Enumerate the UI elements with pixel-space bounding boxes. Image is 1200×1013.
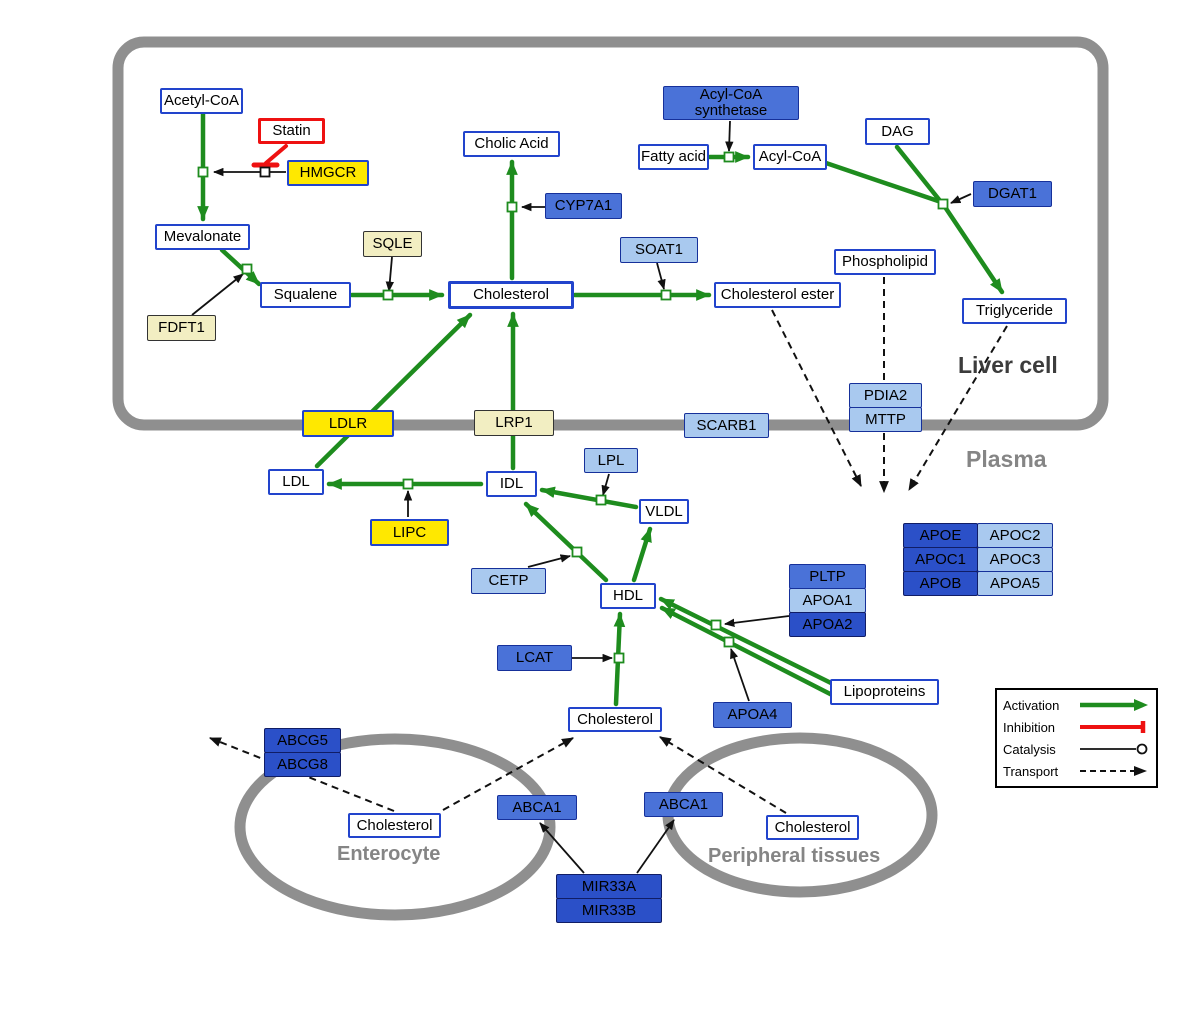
node-apoa1[interactable]: APOA1: [789, 588, 866, 613]
node-statin[interactable]: Statin: [258, 118, 325, 144]
node-apoa5[interactable]: APOA5: [977, 571, 1053, 596]
node-lrp1[interactable]: LRP1: [474, 410, 554, 436]
node-fatty-acid[interactable]: Fatty acid: [638, 144, 709, 170]
inhibition-tbar-icon: [1080, 721, 1146, 733]
node-apoc3[interactable]: APOC3: [977, 547, 1053, 572]
node-lcat[interactable]: LCAT: [497, 645, 572, 671]
node-apoc1[interactable]: APOC1: [903, 547, 978, 572]
legend-catalysis-row: Catalysis: [1003, 742, 1150, 757]
node-fdft1[interactable]: FDFT1: [147, 315, 216, 341]
node-apoe[interactable]: APOE: [903, 523, 978, 548]
legend-transport-row: Transport: [1003, 764, 1150, 779]
node-dgat1[interactable]: DGAT1: [973, 181, 1052, 207]
activation-arrow-icon: [1080, 699, 1148, 711]
node-hdl[interactable]: HDL: [600, 583, 656, 609]
node-hmgcr[interactable]: HMGCR: [287, 160, 369, 186]
liver-cell-membrane: [112, 36, 1109, 431]
node-acetyl-coa[interactable]: Acetyl-CoA: [160, 88, 243, 114]
liver-cell-label: Liver cell: [958, 352, 1058, 378]
node-apoa4[interactable]: APOA4: [713, 702, 792, 728]
node-pdia2[interactable]: PDIA2: [849, 383, 922, 408]
node-mir33a[interactable]: MIR33A: [556, 874, 662, 899]
catalysis-circle-icon: [1080, 743, 1148, 755]
peripheral-tissues-label: Peripheral tissues: [708, 845, 881, 867]
legend-activation-row: Activation: [1003, 698, 1150, 713]
enterocyte-label: Enterocyte: [337, 843, 441, 865]
node-cetp[interactable]: CETP: [471, 568, 546, 594]
node-sqle[interactable]: SQLE: [363, 231, 422, 257]
node-ldl[interactable]: LDL: [268, 469, 324, 495]
node-acyl-coa-synthetase[interactable]: Acyl-CoA synthetase: [663, 86, 799, 120]
node-apob[interactable]: APOB: [903, 571, 978, 596]
node-apoc2[interactable]: APOC2: [977, 523, 1053, 548]
node-acyl-coa[interactable]: Acyl-CoA: [753, 144, 827, 170]
reaction-nodes: [197, 151, 949, 664]
node-mevalonate[interactable]: Mevalonate: [155, 224, 250, 250]
membranes: [112, 36, 1109, 921]
node-lpl[interactable]: LPL: [584, 448, 638, 473]
enterocyte-membrane: [234, 733, 556, 921]
node-cholesterol-peripheral[interactable]: Cholesterol: [766, 815, 859, 840]
node-vldl[interactable]: VLDL: [639, 499, 689, 524]
node-lipc[interactable]: LIPC: [370, 519, 449, 546]
node-abcg5[interactable]: ABCG5: [264, 728, 341, 753]
node-idl[interactable]: IDL: [486, 471, 537, 497]
node-scarb1[interactable]: SCARB1: [684, 413, 769, 438]
node-abca1-peripheral[interactable]: ABCA1: [644, 792, 723, 817]
legend-transport-label: Transport: [1003, 763, 1059, 779]
legend-catalysis-label: Catalysis: [1003, 741, 1056, 757]
node-ldlr[interactable]: LDLR: [302, 410, 394, 437]
inhibition-edge: [251, 144, 288, 168]
transport-arrow-icon: [1080, 766, 1147, 776]
legend-activation-label: Activation: [1003, 697, 1060, 713]
node-cholesterol-liver[interactable]: Cholesterol: [448, 281, 574, 309]
node-squalene[interactable]: Squalene: [260, 282, 351, 308]
catalysis-edges: [191, 120, 972, 874]
node-mttp[interactable]: MTTP: [849, 407, 922, 432]
node-abcg8[interactable]: ABCG8: [264, 752, 341, 777]
node-cholesterol-enterocyte[interactable]: Cholesterol: [348, 813, 441, 838]
node-cyp7a1[interactable]: CYP7A1: [545, 193, 622, 219]
node-triglyceride[interactable]: Triglyceride: [962, 298, 1067, 324]
node-phospholipid[interactable]: Phospholipid: [834, 249, 936, 275]
legend: Activation Inhibition Catalysis Transpor…: [995, 688, 1158, 788]
node-cholic-acid[interactable]: Cholic Acid: [463, 131, 560, 157]
node-mir33b[interactable]: MIR33B: [556, 898, 662, 923]
node-dag[interactable]: DAG: [865, 118, 930, 145]
node-abca1-enterocyte[interactable]: ABCA1: [497, 795, 577, 820]
node-cholesterol-ester[interactable]: Cholesterol ester: [714, 282, 841, 308]
node-cholesterol-plasma[interactable]: Cholesterol: [568, 707, 662, 732]
node-soat1[interactable]: SOAT1: [620, 237, 698, 263]
legend-inhibition-row: Inhibition: [1003, 720, 1150, 735]
node-lipoproteins[interactable]: Lipoproteins: [830, 679, 939, 705]
plasma-label: Plasma: [966, 446, 1047, 472]
legend-inhibition-label: Inhibition: [1003, 719, 1056, 735]
node-pltp[interactable]: PLTP: [789, 564, 866, 589]
node-apoa2[interactable]: APOA2: [789, 612, 866, 637]
